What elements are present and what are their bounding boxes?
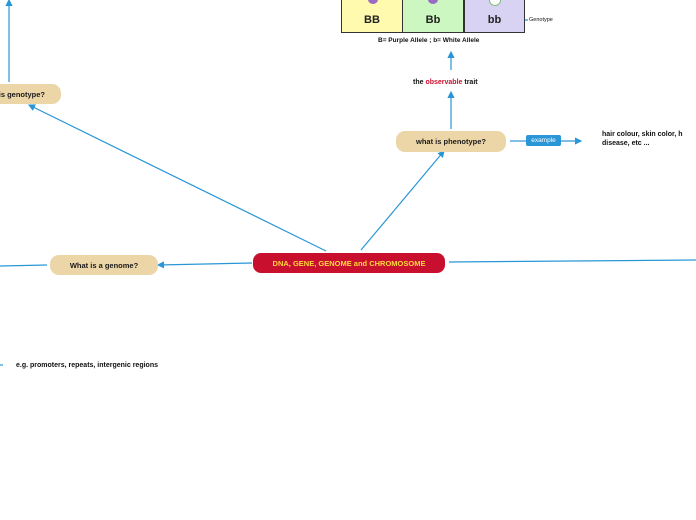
- link-central-to-right: [448, 259, 696, 263]
- link-central-to-genotype: [27, 104, 327, 252]
- phenotype-examples-line1: hair colour, skin color, h: [602, 131, 683, 138]
- purple-flower-icon: [368, 0, 378, 4]
- white-flower-icon: [489, 0, 501, 6]
- punnett-square: BB Bb bb: [341, 0, 525, 34]
- phenotype-node[interactable]: what is phenotype?: [396, 131, 506, 152]
- genome-example-text: e.g. promoters, repeats, intergenic regi…: [16, 362, 158, 369]
- genotype-pointer-label: Genotype: [529, 17, 553, 23]
- genotype-node[interactable]: is genotype?: [0, 84, 61, 104]
- link-central-to-phenotype: [360, 150, 445, 251]
- purple-flower-icon: [428, 0, 438, 4]
- phenotype-examples-line2: disease, etc ...: [602, 140, 650, 147]
- link-genome-to-left: [0, 264, 48, 267]
- link-central-to-genome: [156, 261, 253, 269]
- punnett-cell-bb-hetero: Bb: [403, 0, 464, 33]
- punnett-cell-bb-dominant: BB: [341, 0, 403, 33]
- phenotype-definition: the observable trait: [413, 79, 478, 86]
- genome-node[interactable]: What is a genome?: [50, 255, 158, 275]
- punnett-cell-bb-recessive: bb: [464, 0, 525, 33]
- punnett-caption: B= Purple Allele ; b= White Allele: [378, 37, 480, 44]
- central-topic[interactable]: DNA, GENE, GENOME and CHROMOSOME: [253, 253, 445, 273]
- observable-keyword: observable: [425, 79, 463, 86]
- example-tag[interactable]: example: [526, 135, 561, 146]
